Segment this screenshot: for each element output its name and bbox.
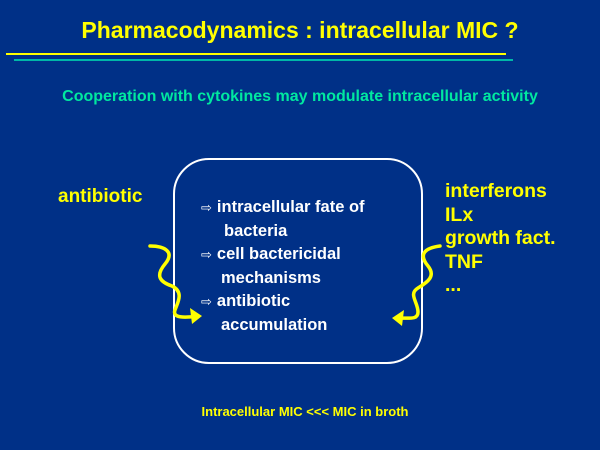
bullet-text: cell bactericidal bbox=[216, 245, 341, 263]
cytokine-item: ILx bbox=[445, 203, 474, 226]
title-underline-teal bbox=[14, 59, 513, 61]
footer-note: Intracellular MIC <<< MIC in broth bbox=[201, 404, 409, 419]
box-bullet-list: ⇨ intracellular fate of bacteria ⇨ cell ba… bbox=[201, 196, 365, 337]
bullet-text-cont: bacteria bbox=[224, 221, 288, 240]
title-underline-yellow bbox=[6, 53, 506, 55]
slide-subtitle: Cooperation with cytokines may modulate … bbox=[62, 88, 538, 105]
bullet-item: ⇨ antibiotic bbox=[201, 290, 365, 314]
right-arrowhead-icon bbox=[392, 310, 404, 326]
slide-title: Pharmacodynamics : intracellular MIC ? bbox=[81, 17, 519, 43]
cytokine-item: interferons bbox=[445, 180, 547, 202]
cell-box bbox=[173, 158, 423, 364]
bullet-item: ⇨ cell bactericidal bbox=[201, 243, 365, 267]
cytokine-item: growth fact. bbox=[445, 227, 556, 249]
arrow-right-icon: ⇨ bbox=[201, 247, 212, 262]
left-squiggle-arrow-icon bbox=[148, 244, 200, 319]
cytokine-list: interferons ILx growth fact. TNF ... bbox=[445, 180, 556, 298]
bullet-text: intracellular fate of bbox=[216, 198, 365, 216]
arrow-right-icon: ⇨ bbox=[201, 200, 212, 215]
cytokine-item: TNF bbox=[445, 250, 483, 273]
right-squiggle-arrow-icon bbox=[394, 244, 442, 320]
arrow-right-icon: ⇨ bbox=[201, 294, 212, 309]
left-arrowhead-icon bbox=[190, 308, 202, 324]
cytokine-item: ... bbox=[445, 274, 462, 296]
bullet-text-cont: accumulation bbox=[221, 315, 328, 334]
bullet-item: ⇨ intracellular fate of bbox=[201, 196, 365, 220]
bullet-text: antibiotic bbox=[216, 292, 291, 310]
antibiotic-label: antibiotic bbox=[58, 186, 143, 207]
bullet-text-cont: mechanisms bbox=[221, 268, 321, 287]
